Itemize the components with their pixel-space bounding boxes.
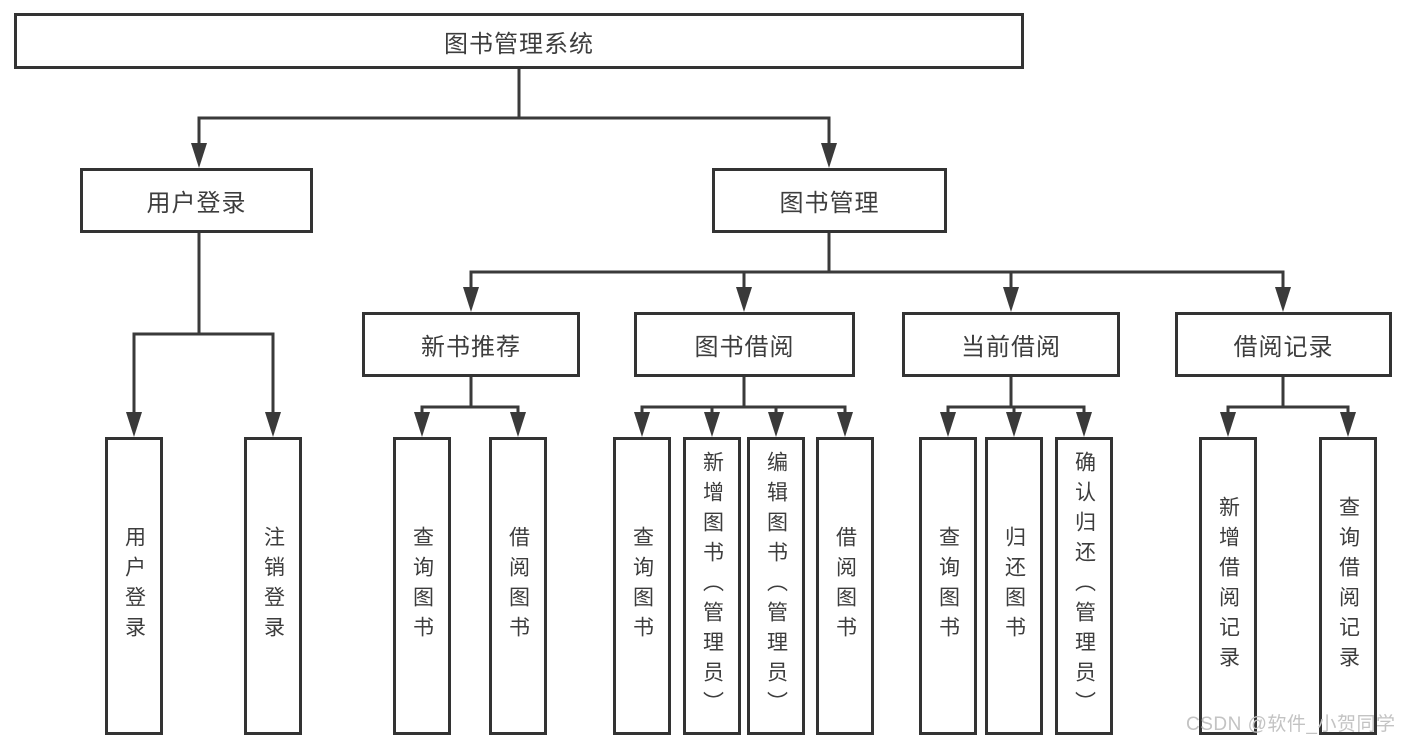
- leaf-borrow-books-label: 借阅图书: [833, 526, 857, 646]
- leaf-return-books-label: 归还图书: [1002, 526, 1026, 646]
- leaf-borrow-books-recommend: 借阅图书: [489, 437, 547, 735]
- leaf-query-borrow-record: 查询借阅记录: [1319, 437, 1377, 735]
- node-book-management: 图书管理: [712, 168, 947, 233]
- node-book-management-label: 图书管理: [779, 190, 880, 217]
- node-current-borrow-label: 当前借阅: [961, 334, 1061, 361]
- node-borrow-record: 借阅记录: [1175, 312, 1392, 377]
- leaf-logout-label: 注销登录: [261, 526, 285, 646]
- node-new-book-recommend: 新书推荐: [362, 312, 580, 377]
- leaf-query-books-borrow: 查询图书: [613, 437, 671, 735]
- leaf-query-books-recommend: 查询图书: [393, 437, 451, 735]
- leaf-add-books-admin-label: 新增图书（管理员）: [700, 451, 724, 721]
- leaf-confirm-return-admin-label: 确认归还（管理员）: [1072, 451, 1096, 721]
- leaf-logout: 注销登录: [244, 437, 302, 735]
- leaf-borrow-books-recommend-label: 借阅图书: [506, 526, 530, 646]
- leaf-query-books-recommend-label: 查询图书: [410, 526, 434, 646]
- leaf-add-borrow-record: 新增借阅记录: [1199, 437, 1257, 735]
- leaf-confirm-return-admin: 确认归还（管理员）: [1055, 437, 1113, 735]
- arrow-down-icons: [126, 143, 1356, 437]
- node-user-login-label: 用户登录: [146, 190, 247, 217]
- tree-edges: [132, 69, 1350, 413]
- node-root-label: 图书管理系统: [444, 30, 594, 58]
- leaf-add-borrow-record-label: 新增借阅记录: [1216, 496, 1240, 676]
- leaf-user-login: 用户登录: [105, 437, 163, 735]
- leaf-user-login-label: 用户登录: [122, 526, 146, 646]
- node-root: 图书管理系统: [14, 13, 1024, 69]
- leaf-borrow-books: 借阅图书: [816, 437, 874, 735]
- leaf-query-books-borrow-label: 查询图书: [630, 526, 654, 646]
- node-book-borrow: 图书借阅: [634, 312, 855, 377]
- node-book-borrow-label: 图书借阅: [694, 334, 795, 361]
- leaf-edit-books-admin: 编辑图书（管理员）: [747, 437, 805, 735]
- leaf-query-borrow-record-label: 查询借阅记录: [1336, 496, 1360, 676]
- node-user-login: 用户登录: [80, 168, 313, 233]
- leaf-query-books-current: 查询图书: [919, 437, 977, 735]
- node-current-borrow: 当前借阅: [902, 312, 1120, 377]
- leaf-add-books-admin: 新增图书（管理员）: [683, 437, 741, 735]
- leaf-query-books-current-label: 查询图书: [936, 526, 960, 646]
- csdn-watermark: CSDN @软件_小贺同学: [1186, 714, 1396, 735]
- leaf-edit-books-admin-label: 编辑图书（管理员）: [764, 451, 788, 721]
- node-borrow-record-label: 借阅记录: [1233, 334, 1334, 361]
- node-new-book-recommend-label: 新书推荐: [421, 334, 521, 361]
- leaf-return-books: 归还图书: [985, 437, 1043, 735]
